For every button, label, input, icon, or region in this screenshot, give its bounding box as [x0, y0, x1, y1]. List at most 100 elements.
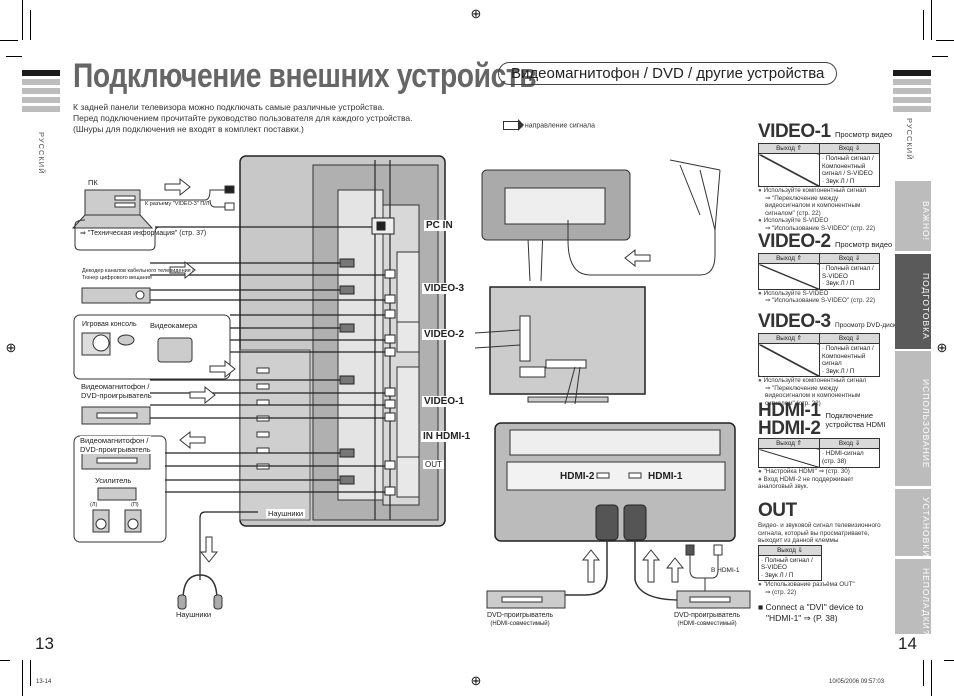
- speaker-right-label: (П): [131, 502, 139, 508]
- tv-rear-view: [489, 286, 646, 395]
- spec-table: Выход ⇓ · Полный сигнал / S-VIDEO · Звук…: [758, 544, 822, 582]
- vcr-in-label: Видеомагнитофон / DVD-проигрыватель: [81, 382, 152, 400]
- signal-legend-text: : направление сигнала: [520, 122, 596, 130]
- vcr-out-label-line: Видеомагнитофон /: [80, 436, 149, 445]
- desc-line: устройства HDMI: [825, 420, 886, 429]
- crop-mark: [6, 56, 22, 57]
- spec-table: Выход ⇑Вход ⇓ · HDMI-сигнал (стр. 38): [758, 438, 880, 468]
- tv-ports-out: [396, 456, 420, 498]
- decoder-icon: [81, 287, 151, 304]
- in-line: (стр. 38): [822, 457, 847, 465]
- port-label-out: OUT: [423, 460, 444, 469]
- section-pill: Видеомагнитофон / DVD / другие устройств…: [498, 62, 838, 85]
- in-cell: · Полный сигнал / Компонентный сигнал · …: [819, 343, 880, 377]
- col-out: Выход ⇑: [758, 253, 820, 264]
- in-line: · Полный сигнал /: [822, 265, 874, 272]
- pc-cable-label: К разъему "VIDEO-3" П/Л: [145, 201, 210, 207]
- side-tab-important[interactable]: ВАЖНО!: [895, 181, 931, 251]
- out-line: · Полный сигнал /: [761, 556, 813, 564]
- dvi-note: ■ Connect a "DVI" device to "HDMI-1" ⇒ (…: [758, 602, 883, 624]
- note-ref: ⇒ "Использование S-VIDEO" (стр. 22): [765, 297, 876, 305]
- out-cell: [758, 343, 820, 377]
- crop-mark: [931, 660, 932, 696]
- spec-heading: OUT: [758, 500, 797, 521]
- note-bullet: Используйте S-VIDEO: [763, 289, 829, 297]
- spec-notes: ● Используйте компонентный сигнал ⇒ "Пер…: [758, 187, 892, 233]
- spec-video1: VIDEO-1 Просмотр видео Выход ⇑Вход ⇓ · П…: [758, 121, 892, 233]
- in-line: · Полный сигнал /: [822, 155, 874, 162]
- out-cell: [758, 153, 820, 187]
- desc-line: Подключение: [825, 411, 874, 420]
- side-tab-usage[interactable]: ИСПОЛЬЗОВАНИЕ: [895, 351, 931, 486]
- dvd-hdmi-1-label: DVD-проигрыватель (HDMI-совместимый): [487, 611, 553, 629]
- spec-notes: ● "Настройка HDMI" ⇒ (стр. 30) ● Вход HD…: [758, 468, 854, 491]
- spec-heading: VIDEO-1: [758, 121, 831, 142]
- spec-table: Выход ⇑Вход ⇓ · Полный сигнал / S-VIDEO …: [758, 253, 880, 290]
- intro-line: (Шнуры для подключения не входят в компл…: [73, 124, 304, 134]
- dvi-note-line: Connect a "DVI" device to: [765, 602, 864, 613]
- col-out: Выход ⇑: [758, 438, 820, 449]
- tv-ports-video2: [396, 321, 420, 353]
- spec-notes: ● "Использование разъёма OUT" ⇒ (стр. 22…: [758, 581, 883, 596]
- spec-heading-hdmi2: HDMI-2: [758, 418, 821, 439]
- note-bullet: Используйте компонентный сигнал: [763, 377, 867, 384]
- side-tab-troubleshooting[interactable]: НЕПОЛАДКИ?: [895, 559, 931, 635]
- registration-mark-icon: ⊕: [936, 340, 948, 355]
- crop-mark: [932, 56, 948, 57]
- note-ref: ⇒ "Переключение между видеосигналом и ко…: [765, 384, 861, 407]
- antenna-icon: [669, 159, 721, 231]
- language-label: РУССКИЙ: [905, 118, 914, 161]
- in-line: · Звук Л / П: [822, 280, 855, 287]
- page-number-left: 13: [35, 634, 54, 653]
- vcr-out-label: Видеомагнитофон / DVD-проигрыватель: [80, 436, 151, 454]
- side-tab-preparation[interactable]: ПОДГОТОВКА: [895, 254, 931, 349]
- to-hdmi1-label: В HDMI-1: [711, 567, 740, 574]
- hdmi-cable-1: [623, 504, 647, 541]
- col-out: Выход ⇓: [758, 544, 822, 556]
- decoder-label-line: Тюнер цифрового вещания: [82, 275, 152, 281]
- in-line: Компонентный сигнал: [822, 352, 866, 368]
- col-out: Выход ⇑: [758, 143, 820, 154]
- decoder-label: Декодер каналов кабельного телевидения /…: [82, 268, 194, 282]
- intro-text: К задней панели телевизора можно подключ…: [73, 102, 412, 135]
- signal-legend: : направление сигнала: [503, 119, 596, 131]
- in-line: · Звук Л / П: [822, 367, 855, 375]
- chapter-stripes: [22, 70, 60, 115]
- dvd-hdmi-2-line: (HDMI-совместимый): [677, 621, 737, 627]
- note-ref: ⇒ "Переключение между видеосигналом и ко…: [765, 194, 861, 217]
- col-in: Вход ⇓: [819, 253, 880, 264]
- camcorder-icon: [157, 337, 193, 363]
- vcr-out-label-line: DVD-проигрыватель: [80, 445, 151, 454]
- port-label-video3: VIDEO-3: [422, 283, 467, 294]
- dvd-hdmi-2-line: DVD-проигрыватель: [674, 612, 740, 619]
- spec-notes: ● Используйте S-VIDEO ⇒ "Использование S…: [758, 290, 892, 305]
- intro-line: К задней панели телевизора можно подключ…: [73, 102, 385, 112]
- side-tab-settings[interactable]: УСТАНОВКИ: [895, 489, 931, 558]
- game-console-label: Игровая консоль: [82, 321, 137, 328]
- game-camera-box: [73, 314, 231, 380]
- out-cell: · Полный сигнал / S-VIDEO · Звук Л / П: [758, 554, 822, 582]
- intro-line: Перед подключением прочитайте руководств…: [73, 113, 413, 123]
- port-label-video1: VIDEO-1: [422, 396, 467, 407]
- vcr-in-label-line: Видеомагнитофон /: [81, 382, 150, 391]
- crop-mark: [931, 0, 932, 40]
- note-bullet: Используйте компонентный сигнал: [763, 187, 867, 194]
- spec-table: Выход ⇑Вход ⇓ · Полный сигнал / Компонен…: [758, 333, 880, 377]
- spec-video2: VIDEO-2 Просмотр видео Выход ⇑Вход ⇓ · П…: [758, 231, 892, 305]
- port-label-in-hdmi1: IN HDMI-1: [421, 431, 473, 442]
- crop-mark: [936, 40, 954, 41]
- crop-mark: [0, 40, 18, 41]
- spec-hdmi: HDMI-1 HDMI-2 Подключение устройства HDM…: [758, 401, 886, 491]
- dvd-hdmi-2-label: DVD-проигрыватель (HDMI-совместимый): [674, 611, 740, 629]
- vcr-in-label-line: DVD-проигрыватель: [81, 391, 152, 400]
- decoder-label-line: Декодер каналов кабельного телевидения /: [82, 268, 194, 274]
- chapter-stripes: [893, 70, 931, 115]
- camcorder-label: Видеокамера: [150, 321, 198, 330]
- col-out: Выход ⇑: [758, 333, 820, 344]
- page-number-right: 14: [898, 634, 917, 653]
- spec-out: OUT Видео- и звуковой сигнал телевизионн…: [758, 500, 883, 624]
- pc-reference: ⇒ "Техническая информация" (стр. 37): [80, 230, 207, 237]
- col-in: Вход ⇓: [819, 143, 880, 154]
- spec-heading: VIDEO-2: [758, 231, 831, 252]
